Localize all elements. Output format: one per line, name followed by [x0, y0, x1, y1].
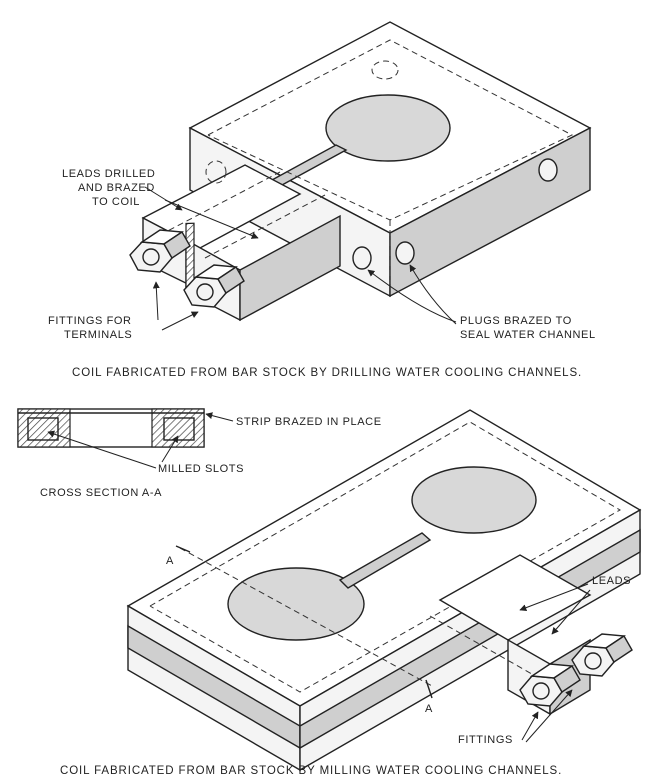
bottom-hidden-channel — [149, 421, 621, 693]
plug-left-1 — [352, 246, 372, 270]
section-title: CROSS SECTION A-A — [40, 487, 162, 499]
leader-leads-2 — [164, 199, 259, 239]
section-hatch-left — [17, 408, 71, 448]
leader-fittings-1 — [152, 281, 160, 321]
bottom-fitting-hex-left — [519, 663, 581, 707]
bottom-hole-right — [411, 466, 537, 534]
plug-hidden-left — [205, 160, 227, 184]
bottom-hole-left — [227, 567, 365, 641]
leader-slots-right — [161, 435, 179, 463]
drilled-coil-figure: LEADS DRILLED AND BRAZED TO COIL FITTING… — [48, 21, 596, 379]
leader-bottom-fittings-2 — [525, 689, 573, 743]
caption-milled: COIL FABRICATED FROM BAR STOCK BY MILLIN… — [60, 765, 562, 777]
fitting-hex-lower — [183, 264, 245, 308]
leader-slots-left — [47, 430, 157, 469]
label-leads-line2: AND BRAZED — [78, 182, 155, 194]
section-marker-bottom: A — [425, 703, 433, 715]
milled-coil-figure: A A LEADS FITTINGS COIL FABRICATED FROM … — [60, 409, 642, 777]
section-hatch-right — [151, 408, 205, 448]
fitting-hex-upper — [129, 229, 191, 273]
label-bottom-fittings: FITTINGS — [458, 734, 513, 746]
section-marker-top-line — [175, 545, 191, 553]
label-leads-line1: LEADS DRILLED — [62, 168, 155, 180]
label-milled-slots: MILLED SLOTS — [158, 463, 244, 475]
top-block-hole — [325, 94, 451, 162]
cross-section-figure: STRIP BRAZED IN PLACE MILLED SLOTS CROSS… — [17, 408, 382, 499]
plug-right — [538, 158, 558, 182]
lead-hidden-2 — [159, 171, 281, 236]
section-marker-bottom-line — [425, 679, 433, 699]
label-fittings-line1: FITTINGS FOR — [48, 315, 132, 327]
leader-fittings-2 — [161, 311, 199, 331]
label-bottom-leads: LEADS — [592, 575, 631, 587]
section-slot-right — [163, 417, 195, 441]
top-hidden-channel — [207, 39, 574, 221]
lead-hidden-1 — [204, 194, 326, 259]
label-fittings-line2: TERMINALS — [64, 329, 132, 341]
top-hidden-plug-back — [371, 60, 399, 80]
label-plugs-line2: SEAL WATER CHANNEL — [460, 329, 596, 341]
leader-bottom-fittings-1 — [521, 711, 539, 741]
plug-left-2 — [395, 241, 415, 265]
caption-drilled: COIL FABRICATED FROM BAR STOCK BY DRILLI… — [72, 367, 582, 379]
label-plugs-line1: PLUGS BRAZED TO — [460, 315, 572, 327]
leader-bottom-leads-2 — [551, 589, 591, 635]
section-marker-top: A — [166, 555, 174, 567]
label-strip-brazed: STRIP BRAZED IN PLACE — [236, 416, 382, 428]
label-leads-line3: TO COIL — [92, 196, 140, 208]
leader-strip — [205, 412, 234, 422]
bottom-section-line — [179, 547, 433, 687]
leader-bottom-leads-1 — [519, 583, 589, 612]
bottom-fitting-hex-right — [571, 633, 633, 677]
lead-block-front-b — [239, 214, 341, 322]
leader-plugs-1 — [367, 269, 457, 323]
section-slot-left — [27, 417, 59, 441]
bottom-slot — [338, 532, 432, 589]
leader-plugs-2 — [409, 264, 457, 325]
bottom-lead-top — [438, 554, 592, 641]
leader-leads-1 — [144, 186, 183, 211]
